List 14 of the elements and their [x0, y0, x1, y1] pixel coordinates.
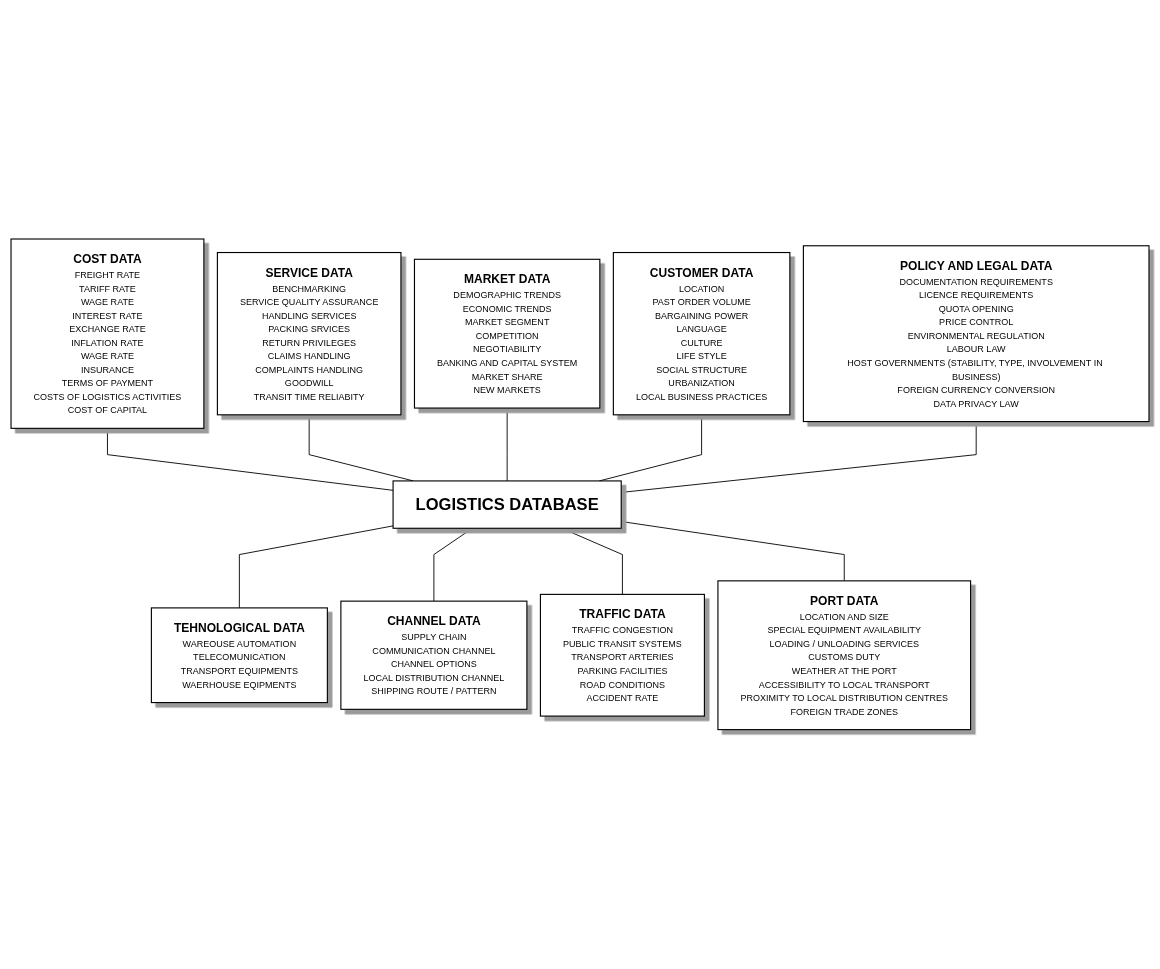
connector [238, 525, 394, 609]
node-box: TRAFFIC DATA TRAFFIC CONGESTION PUBLIC TRANSIT SYSTEMS TRANSPORT ARTERIES PARKING FACILITIES ROAD CONDITIONS ACCIDENT RATE [539, 594, 705, 717]
node-box: MARKET DATA DEMOGRAPHIC TRENDS ECONOMIC TRENDS MARKET SEGMENT COMPETITION NEGOTIABILITY BANKING AND CAPITAL SYSTEM MARKET SHARE NEW MARKETS [413, 258, 601, 409]
node-box: POLICY AND LEGAL DATA DOCUMENTATION REQUIREMENTS LICENCE REQUIREMENTS QUOTA OPENING PRICE CONTROL ENVIRONMENTAL REGULATION LABOUR LAW HOST GOVERNMENTS (STABILITY, TYPE, INVOLVEMENT IN BUSINESS) FOREIGN CURRENCY CONVERSION DATA PRIVACY LAW [802, 245, 1150, 423]
node-box: PORT DATA LOCATION AND SIZE SPECIAL EQUIPMENT AVAILABILITY LOADING / UNLOADING SERVICES CUSTOMS DUTY WEATHER AT THE PORT ACCESSIBILITY TO LOCAL TRANSPORT PROXIMITY TO LOCAL DISTRIBUTION CENTRES FOREIGN TRADE ZONES [717, 580, 972, 731]
connector [506, 407, 508, 482]
connector [433, 528, 473, 602]
node-box: COST DATA FREIGHT RATE TARIFF RATE WAGE RATE INTEREST RATE EXCHANGE RATE INFLATION RATE WAGE RATE INSURANCE TERMS OF PAYMENT COSTS OF LOGISTICS ACTIVITIES COST OF CAPITAL [10, 238, 205, 430]
connector [107, 428, 394, 491]
node-box: CHANNEL DATA SUPPLY CHAIN COMMUNICATION CHANNEL CHANNEL OPTIONS LOCAL DISTRIBUTION CHANNEL SHIPPING ROUTE / PATTERN [340, 600, 528, 711]
node-box: SERVICE DATA BENCHMARKING SERVICE QUALITY ASSURANCE HANDLING SERVICES PACKING SRVICES RETURN PRIVILEGES CLAIMS HANDLING COMPLAINTS HANDLING GOODWILL TRANSIT TIME RELIABITY [216, 252, 402, 416]
node-box: LOGISTICS DATABASE [392, 480, 622, 529]
node-box: TEHNOLOGICAL DATA WAREOUSE AUTOMATION TELECOMUNICATION TRANSPORT EQUIPMENTS WAERHOUSE EQIPMENTS [150, 607, 328, 704]
node-box: CUSTOMER DATA LOCATION PAST ORDER VOLUME BARGAINING POWER LANGUAGE CULTURE LIFE STYLE SOCIAL STRUCTURE URBANIZATION LOCAL BUSINESS PRACTICES [612, 252, 791, 416]
